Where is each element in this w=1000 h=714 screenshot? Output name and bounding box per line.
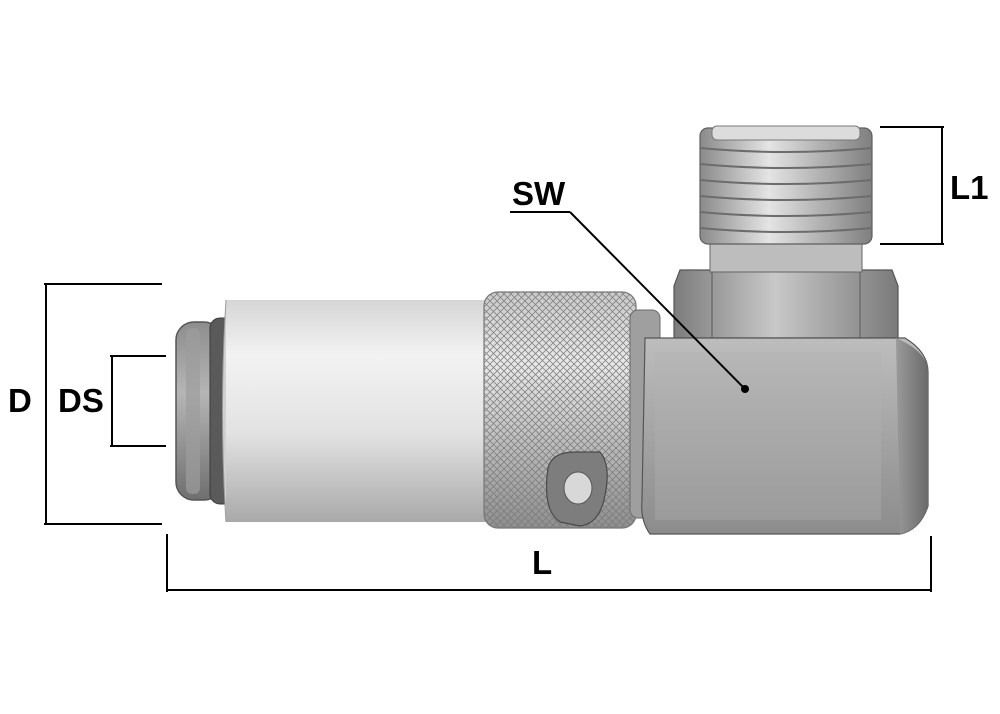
label-sw: SW [512,175,566,212]
dimension-l1 [880,126,944,245]
coupling-fitting [175,125,929,535]
male-thread [699,125,873,273]
knurled-ring [483,291,637,529]
label-l1: L1 [950,169,989,206]
sw-leader-line [510,211,745,389]
label-ds: DS [58,382,104,419]
label-d: D [8,382,32,419]
body-block [641,337,929,535]
dimension-l [166,534,932,592]
dimension-d [44,283,162,525]
dimension-ds [110,355,166,447]
sleeve-body [222,299,496,523]
label-l: L [532,544,552,581]
dimension-lines [44,126,944,592]
hex-nut [673,269,899,339]
sw-leader-dot [741,385,749,393]
